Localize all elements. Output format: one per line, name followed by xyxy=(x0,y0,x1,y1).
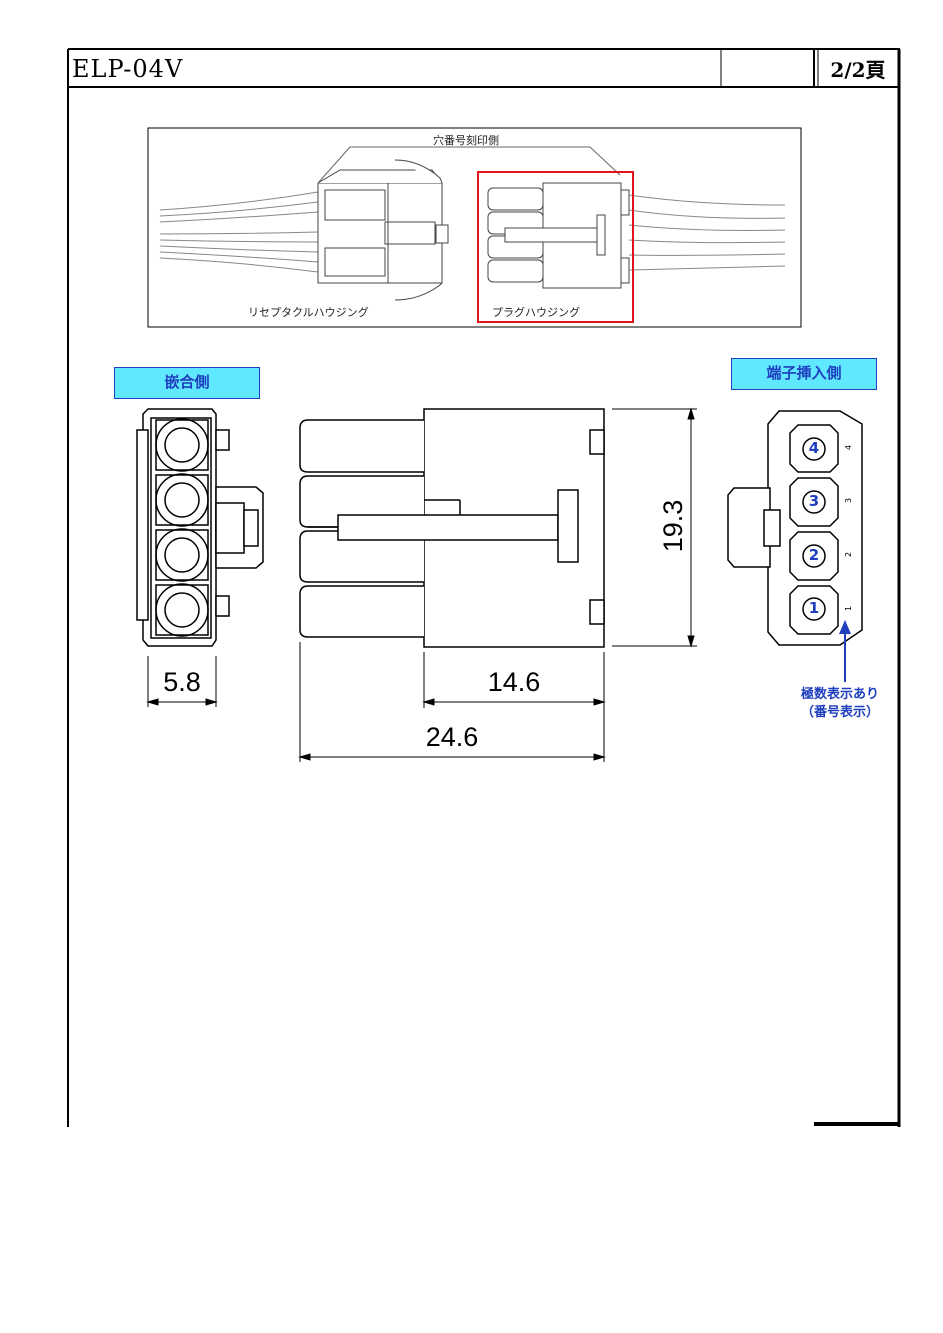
polarity-arrow xyxy=(839,620,851,682)
receptacle-housing-label: リセプタクルハウジング xyxy=(248,306,369,319)
terminal-side-tag: 端子挿入側 xyxy=(731,358,877,390)
mating-side-tag: 嵌合側 xyxy=(114,367,260,399)
mating-side-view xyxy=(136,408,264,647)
connector-photo xyxy=(147,127,802,328)
pin-label: 3 xyxy=(808,492,820,510)
dim-body-length: 14.6 xyxy=(487,667,541,697)
pin-small-number: 3 xyxy=(844,497,854,504)
pin-label: 1 xyxy=(808,599,820,617)
dim-height: 19.3 xyxy=(658,499,688,553)
pin-small-number: 1 xyxy=(844,605,854,612)
part-number-title: ELP-04V xyxy=(72,55,184,83)
title-frame xyxy=(67,48,901,1127)
dim-width-side: 5.8 xyxy=(163,667,201,697)
polarity-note-line1: 極数表示あり xyxy=(800,687,879,702)
pin-label: 2 xyxy=(808,546,820,564)
engraving-side-label: 穴番号刻印側 xyxy=(433,134,499,147)
page-number: 2/2頁 xyxy=(830,58,886,82)
dimension-lines xyxy=(146,407,697,762)
pin-small-number: 4 xyxy=(844,444,854,451)
dim-total-length: 24.6 xyxy=(425,722,479,752)
terminal-side-view xyxy=(727,410,863,646)
pin-small-number: 2 xyxy=(844,551,854,558)
polarity-note-line2: （番号表示） xyxy=(800,705,879,720)
side-view xyxy=(299,408,605,648)
plug-highlight-box xyxy=(477,171,634,323)
pin-label: 4 xyxy=(808,439,820,457)
plug-housing-label: プラグハウジング xyxy=(492,306,580,319)
